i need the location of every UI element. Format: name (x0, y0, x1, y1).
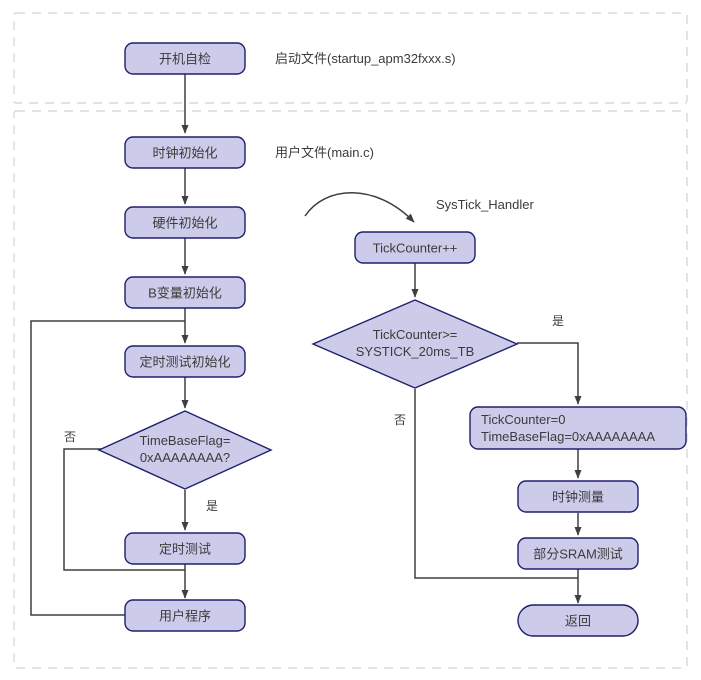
node-clock-measure[interactable]: 时钟测量 (517, 480, 639, 513)
node-label: B变量初始化 (148, 286, 222, 301)
branch-label-yes-right: 是 (552, 314, 564, 328)
node-label-line1: TimeBaseFlag= (140, 433, 231, 448)
connector-decision-no-feedback (63, 448, 185, 571)
node-label: 定时测试初始化 (139, 355, 230, 370)
branch-label-no-right: 否 (394, 413, 406, 427)
node-label: 时钟初始化 (152, 146, 217, 161)
branch-label-yes-left: 是 (206, 499, 218, 513)
node-label: 返回 (565, 614, 591, 629)
connector-right-decision-no (414, 389, 578, 579)
node-timebaseflag-decision[interactable]: TimeBaseFlag= 0xAAAAAAAA? (97, 410, 273, 490)
node-timing-test-init[interactable]: 定时测试初始化 (124, 345, 246, 378)
annotation-user-file: 用户文件(main.c) (275, 145, 374, 160)
node-reset-counter-and-flag[interactable]: TickCounter=0 TimeBaseFlag=0xAAAAAAAA (469, 406, 687, 450)
node-partial-sram-test[interactable]: 部分SRAM测试 (517, 537, 639, 570)
node-return-terminal[interactable]: 返回 (517, 604, 639, 637)
node-label-line1: TickCounter>= (373, 327, 458, 342)
node-b-variable-init[interactable]: B变量初始化 (124, 276, 246, 309)
annotation-systick-handler: SysTick_Handler (436, 197, 534, 212)
connector-right-decision-yes (517, 342, 582, 405)
annotation-startup-file: 启动文件(startup_apm32fxxx.s) (275, 51, 456, 66)
connector-userprogram-loopback (30, 320, 185, 616)
group-startup (13, 12, 688, 104)
node-label-line2: 0xAAAAAAAA? (140, 450, 230, 465)
branch-label-no-left: 否 (64, 430, 76, 444)
group-user (13, 110, 688, 669)
node-hardware-init[interactable]: 硬件初始化 (124, 206, 246, 239)
node-label-line2: TimeBaseFlag=0xAAAAAAAA (481, 429, 655, 444)
node-tick-counter-increment[interactable]: TickCounter++ (354, 231, 476, 264)
node-label-line2: SYSTICK_20ms_TB (356, 344, 475, 359)
node-label: TickCounter++ (373, 241, 458, 256)
node-label: 开机自检 (159, 52, 211, 67)
node-clock-init[interactable]: 时钟初始化 (124, 136, 246, 169)
node-label: 部分SRAM测试 (533, 547, 623, 562)
node-label: 时钟测量 (552, 490, 604, 505)
node-timing-test[interactable]: 定时测试 (124, 532, 246, 565)
node-label: 定时测试 (159, 542, 211, 557)
node-tickcounter-decision[interactable]: TickCounter>= SYSTICK_20ms_TB (311, 299, 519, 389)
node-label: 硬件初始化 (152, 216, 217, 231)
node-label: 用户程序 (159, 609, 211, 624)
node-user-program[interactable]: 用户程序 (124, 599, 246, 632)
node-label-line1: TickCounter=0 (481, 412, 565, 427)
connector-systick-entry-arrow (304, 192, 415, 223)
node-power-on-self-test[interactable]: 开机自检 (124, 42, 246, 75)
